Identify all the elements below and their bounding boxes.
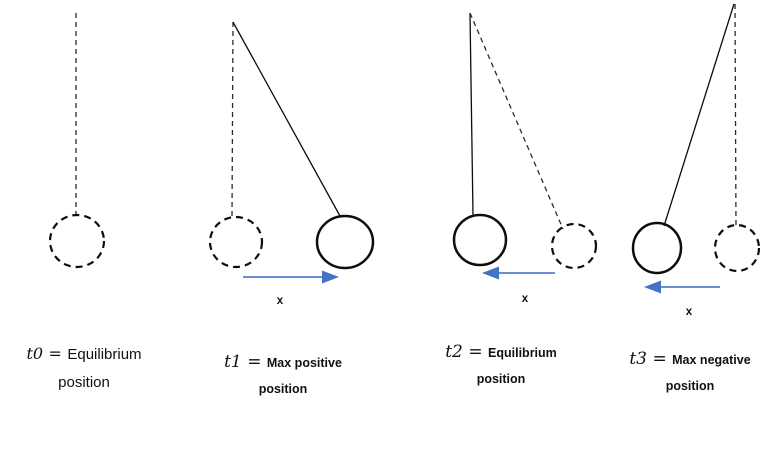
panel-t2-graphics — [452, 12, 598, 280]
t3-description: Max negative — [672, 353, 751, 367]
t2-description-line2: position — [476, 372, 526, 386]
t3-string-solid — [663, 3, 735, 227]
t1-description: Max positive — [266, 356, 342, 370]
t3-time-symbol: t3 — [629, 349, 647, 369]
t0-description: Equilibrium — [67, 346, 142, 363]
t3-caption: t3 = Max negative position — [618, 349, 762, 393]
t1-equals-sign: = — [247, 352, 262, 372]
t0-bob-dashed — [48, 213, 106, 269]
t1-time-symbol: t1 — [224, 352, 242, 372]
t0-time-symbol: t0 — [26, 344, 44, 363]
t1-caption-line1: t1 = Max positive — [211, 352, 355, 372]
t3-bob-solid — [631, 221, 683, 275]
t2-caption: t2 = Equilibrium position — [429, 342, 573, 386]
t0-equals-sign: = — [48, 344, 62, 363]
t1-description-line2: position — [258, 382, 308, 396]
t2-left-arrow-icon — [482, 266, 499, 280]
t2-equals-sign: = — [468, 342, 483, 362]
t0-caption: t0 = Equilibrium position — [12, 344, 156, 391]
t3-bob-dashed — [713, 223, 761, 273]
t2-description: Equilibrium — [488, 346, 557, 360]
t3-caption-line1: t3 = Max negative — [618, 349, 762, 369]
t2-displacement-x-label: x — [521, 293, 529, 305]
t3-left-arrow-icon — [644, 280, 661, 294]
t1-string-solid — [232, 21, 341, 217]
t3-string-dashed — [734, 3, 737, 228]
t2-string-solid — [469, 12, 474, 216]
t1-caption: t1 = Max positive position — [211, 352, 355, 396]
t0-description-line2: position — [58, 374, 110, 391]
t2-caption-line1: t2 = Equilibrium — [429, 342, 573, 362]
t1-bob-dashed — [208, 215, 264, 269]
panel-t0-graphics — [48, 13, 106, 269]
t2-bob-dashed — [550, 222, 598, 270]
t1-bob-solid — [315, 214, 375, 270]
panel-t1-graphics — [208, 21, 375, 284]
t1-displacement-x-label: x — [276, 295, 284, 307]
t1-string-dashed — [231, 21, 234, 217]
t1-right-arrow-icon — [322, 270, 339, 284]
t3-displacement-x-label: x — [685, 306, 693, 318]
t3-description-line2: position — [665, 379, 715, 393]
t3-equals-sign: = — [652, 349, 667, 369]
t2-string-dashed — [469, 12, 564, 230]
t2-time-symbol: t2 — [445, 342, 463, 362]
t2-bob-solid — [452, 213, 508, 267]
panel-t3-graphics — [631, 3, 761, 294]
t0-caption-line1: t0 = Equilibrium — [12, 344, 156, 364]
